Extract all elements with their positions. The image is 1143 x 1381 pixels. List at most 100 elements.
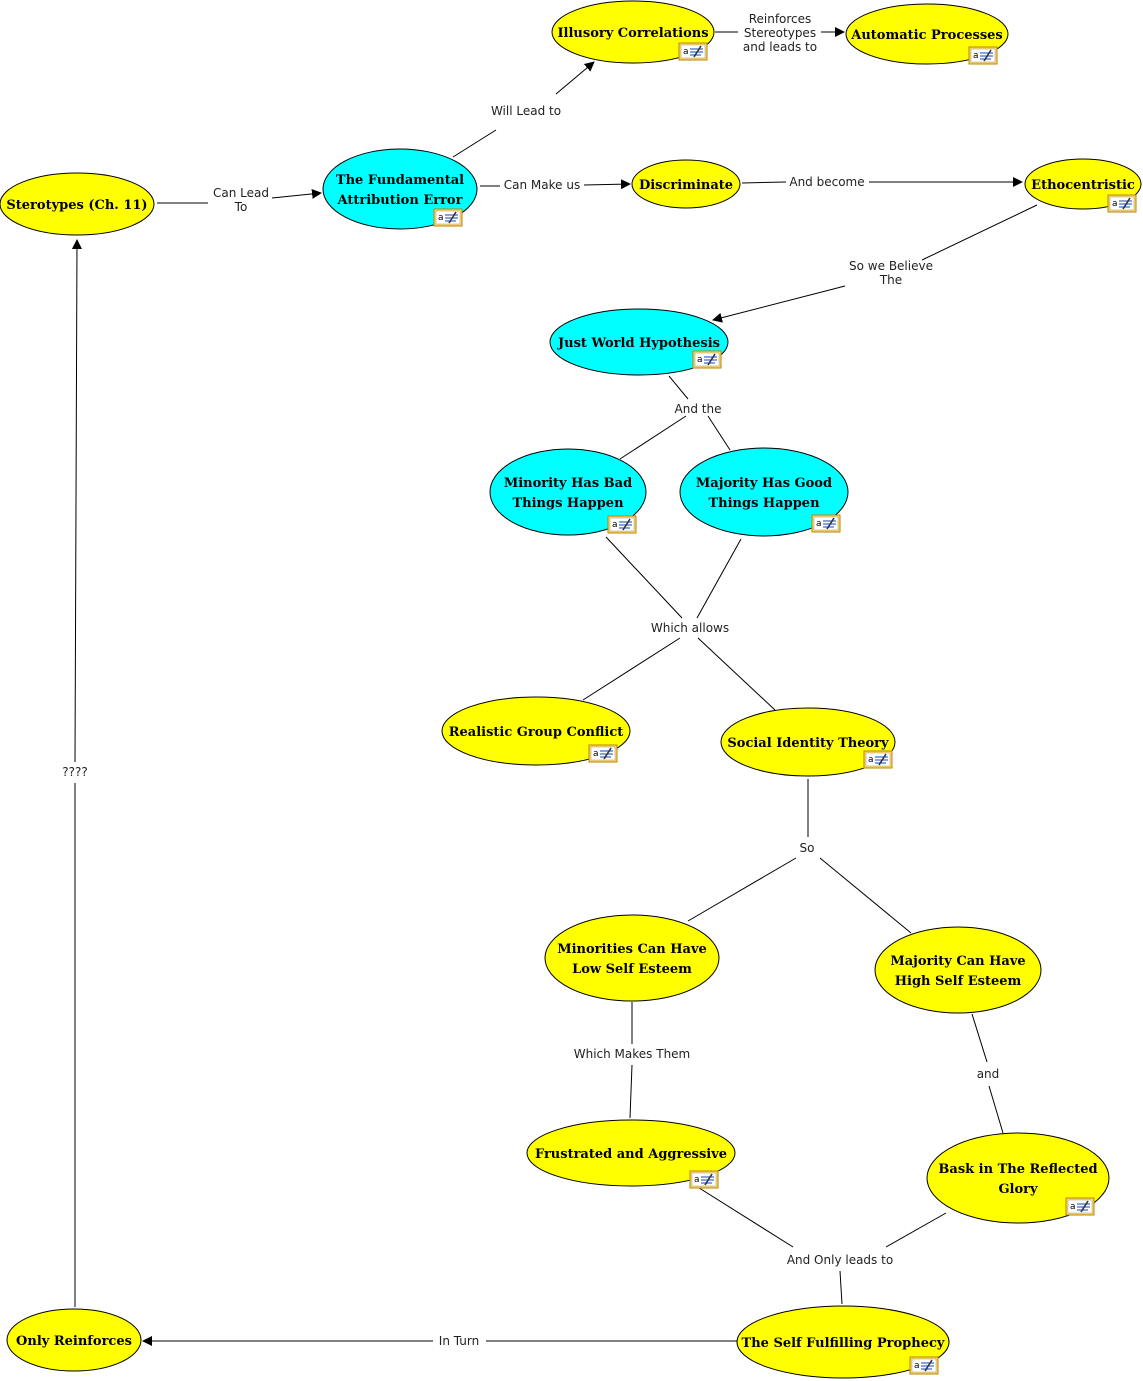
svg-text:a: a bbox=[697, 355, 703, 365]
note-icon[interactable]: a bbox=[811, 514, 841, 533]
concept-label: Bask in The Reflected bbox=[938, 1162, 1097, 1177]
concept-bubble[interactable] bbox=[544, 914, 720, 1002]
svg-text:a: a bbox=[593, 749, 599, 759]
concept-label: The Self Fulfilling Prophecy bbox=[742, 1336, 945, 1351]
connector-line bbox=[605, 536, 683, 619]
concept-bubble[interactable] bbox=[0, 172, 155, 236]
concept-label: Majority Has Good bbox=[696, 476, 832, 491]
connector-line bbox=[668, 375, 689, 400]
link-label-can-make-us: Can Make us bbox=[504, 178, 580, 192]
link-label-text: So we Believe bbox=[849, 259, 933, 273]
link-label-text: ???? bbox=[62, 765, 87, 779]
link-label-will-lead-to: Will Lead to bbox=[491, 104, 561, 118]
concept-label: Majority Can Have bbox=[890, 954, 1025, 969]
note-icon[interactable]: a bbox=[863, 750, 893, 769]
connector-line bbox=[819, 857, 912, 934]
concept-bubble[interactable] bbox=[845, 3, 1009, 65]
concept-label: Low Self Esteem bbox=[572, 962, 692, 977]
note-icon[interactable]: a bbox=[689, 1170, 719, 1189]
concept-bubble[interactable] bbox=[551, 0, 715, 64]
concept-automatic[interactable]: Automatic Processes a bbox=[845, 3, 1009, 65]
link-label-text: In Turn bbox=[439, 1334, 479, 1348]
concept-label: Sterotypes (Ch. 11) bbox=[6, 198, 147, 213]
note-icon[interactable]: a bbox=[433, 208, 463, 227]
concept-bubble[interactable] bbox=[631, 159, 741, 209]
link-label-text: Can Lead bbox=[213, 186, 269, 200]
concept-label: Ethocentristic bbox=[1031, 178, 1135, 193]
note-icon[interactable]: a bbox=[692, 350, 722, 369]
connector-line bbox=[839, 1270, 843, 1305]
concept-label: The Fundamental bbox=[336, 173, 464, 188]
concept-bubble[interactable] bbox=[549, 308, 729, 376]
concept-stereotypes[interactable]: Sterotypes (Ch. 11) bbox=[0, 172, 155, 236]
concept-realistic[interactable]: Realistic Group Conflict a bbox=[441, 696, 631, 766]
concept-label: Glory bbox=[998, 1182, 1038, 1197]
concept-bubble[interactable] bbox=[736, 1305, 950, 1379]
svg-text:a: a bbox=[694, 1175, 700, 1185]
concept-frustrated[interactable]: Frustrated and Aggressive a bbox=[526, 1119, 736, 1189]
connector-arrow bbox=[271, 188, 322, 199]
link-label-text: and bbox=[977, 1067, 1000, 1081]
svg-text:a: a bbox=[816, 519, 822, 529]
concept-bubble[interactable] bbox=[441, 696, 631, 766]
connector-line bbox=[629, 1064, 633, 1119]
note-icon[interactable]: a bbox=[1065, 1197, 1095, 1216]
link-label-text: Which allows bbox=[651, 621, 729, 635]
concept-label: Automatic Processes bbox=[850, 28, 1003, 43]
connector-line bbox=[971, 1013, 988, 1063]
svg-text:a: a bbox=[868, 755, 874, 765]
concept-bubble[interactable] bbox=[679, 447, 849, 537]
connector-line bbox=[582, 637, 681, 701]
concept-only-reinforces[interactable]: Only Reinforces bbox=[6, 1308, 142, 1372]
link-label-which-allows: Which allows bbox=[651, 621, 729, 635]
note-icon[interactable]: a bbox=[607, 515, 637, 534]
note-icon[interactable]: a bbox=[678, 42, 708, 61]
connector-arrow bbox=[712, 285, 846, 323]
link-label-in-turn: In Turn bbox=[439, 1334, 479, 1348]
link-label-text: Will Lead to bbox=[491, 104, 561, 118]
note-icon[interactable]: a bbox=[968, 46, 998, 65]
concept-bubble[interactable] bbox=[874, 926, 1042, 1014]
connection-lines bbox=[71, 27, 1038, 1346]
link-label-and-the: And the bbox=[675, 402, 722, 416]
note-icon[interactable]: a bbox=[588, 744, 618, 763]
svg-text:a: a bbox=[438, 213, 444, 223]
concept-bubble[interactable] bbox=[720, 707, 896, 777]
concept-prophecy[interactable]: The Self Fulfilling Prophecy a bbox=[736, 1305, 950, 1379]
concept-bubble[interactable] bbox=[489, 448, 647, 536]
concept-label: High Self Esteem bbox=[895, 974, 1022, 989]
connector-line bbox=[741, 181, 787, 184]
concept-label: Only Reinforces bbox=[16, 1334, 132, 1349]
concept-bubble[interactable] bbox=[526, 1119, 736, 1187]
concept-bubble[interactable] bbox=[926, 1132, 1110, 1224]
link-label-text: The bbox=[879, 273, 902, 287]
concept-discriminate[interactable]: Discriminate bbox=[631, 159, 741, 209]
link-label-which-makes-them: Which Makes Them bbox=[574, 1047, 691, 1061]
concept-label: Just World Hypothesis bbox=[557, 336, 720, 351]
concept-label: Frustrated and Aggressive bbox=[535, 1147, 727, 1162]
link-label-text: And become bbox=[789, 175, 864, 189]
svg-text:a: a bbox=[914, 1361, 920, 1371]
connector-line bbox=[696, 538, 742, 619]
concept-bubble[interactable] bbox=[6, 1308, 142, 1372]
concept-label: Realistic Group Conflict bbox=[449, 725, 624, 740]
concept-justworld[interactable]: Just World Hypothesis a bbox=[549, 308, 729, 376]
note-icon[interactable]: a bbox=[909, 1356, 939, 1375]
concept-label: Attribution Error bbox=[337, 193, 463, 208]
note-icon[interactable]: a bbox=[1107, 194, 1137, 213]
connector-arrow bbox=[555, 61, 595, 95]
